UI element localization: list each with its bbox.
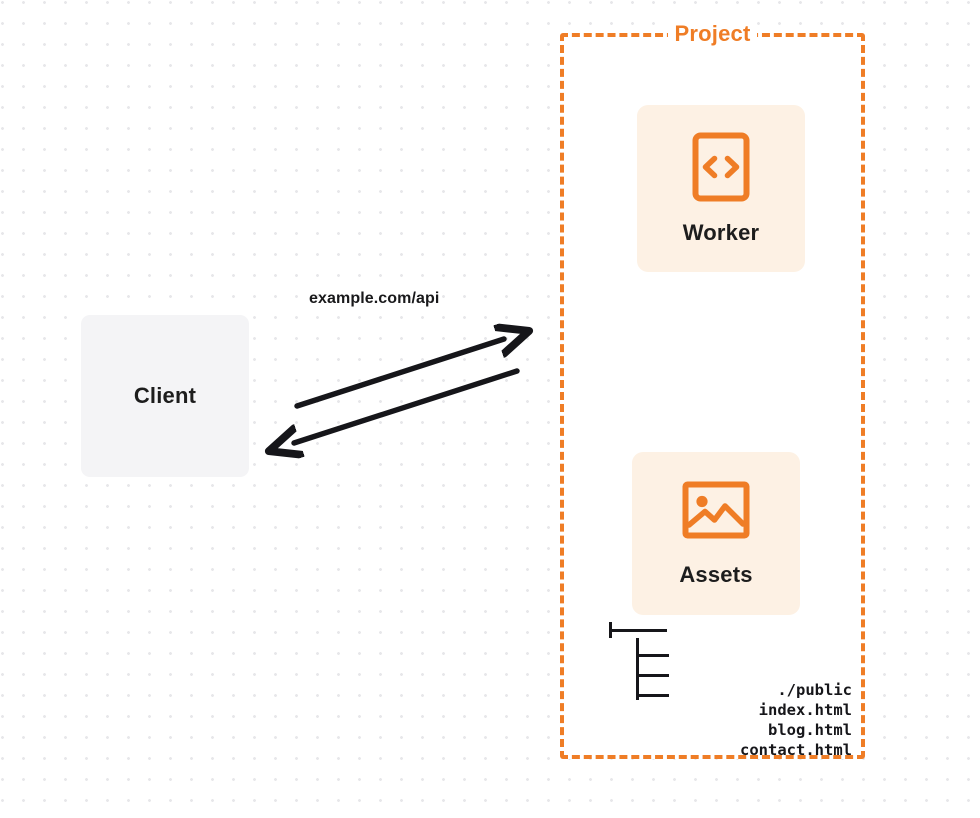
response-arrow <box>294 368 520 443</box>
asset-file-tree: ./public index.html blog.html contact.ht… <box>609 620 854 759</box>
request-arrow <box>294 339 504 409</box>
image-picture-icon <box>682 481 750 538</box>
tree-connector-horizontal <box>638 654 669 657</box>
project-title: Project <box>667 21 758 47</box>
file-tree-item-label: contact.html <box>740 741 852 759</box>
connection-label: example.com/api <box>309 290 440 307</box>
file-tree-item: blog.html <box>609 658 854 739</box>
code-brackets-icon <box>692 132 750 202</box>
tree-connector-vertical <box>636 658 639 680</box>
client-node[interactable]: Client <box>81 315 249 477</box>
project-container: Project Worker Assets ./public <box>560 21 865 759</box>
assets-card[interactable]: Assets <box>632 452 800 615</box>
worker-card-label: Worker <box>682 220 760 245</box>
file-tree-item-label: blog.html <box>768 721 852 739</box>
file-tree-root-row: ./public <box>609 620 854 699</box>
connection-arrows <box>270 310 530 470</box>
tree-connector-vertical <box>636 638 639 660</box>
worker-card[interactable]: Worker <box>637 105 805 272</box>
file-tree-item: index.html <box>609 638 854 719</box>
file-tree-root-label: ./public <box>777 681 852 699</box>
tree-connector-vertical <box>636 678 639 700</box>
file-tree-item: contact.html <box>609 678 854 759</box>
tree-connector-horizontal <box>609 629 667 632</box>
assets-card-label: Assets <box>679 561 753 587</box>
tree-connector-horizontal <box>638 694 669 697</box>
client-label: Client <box>133 383 197 408</box>
tree-connector-horizontal <box>638 674 669 677</box>
file-tree-item-label: index.html <box>758 701 852 719</box>
